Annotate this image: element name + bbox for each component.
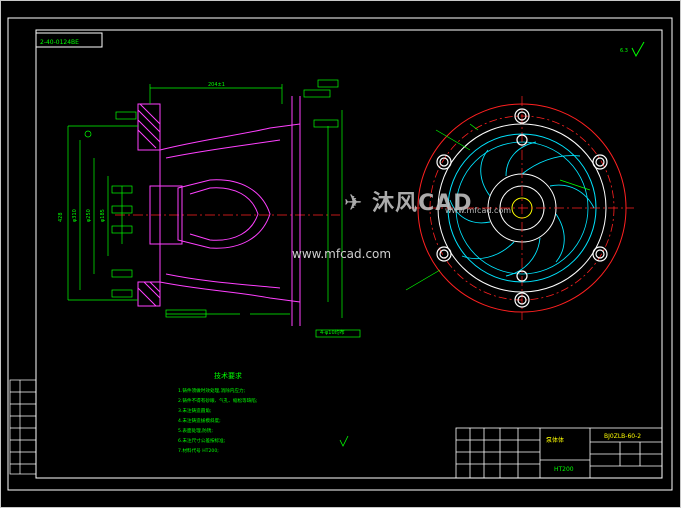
section-view: 204±1 428 φ310 φ250 φ185 4-φ10均布 [58,79,361,338]
outer-border [7,17,673,491]
watermark-logo: ✈ 沐风CAD [344,185,473,217]
watermark-sub: www.mfcad.com [445,206,512,215]
bolt-hole [436,246,452,262]
front-leaders [405,123,591,291]
roughness-symbol-notes [339,435,349,447]
title-material: HT200 [554,466,574,473]
bolt-hole [436,154,452,170]
tech-note: 5.表面处理,防锈; [178,427,213,434]
body-outline [159,96,301,326]
dim-phi-2: φ250 [86,209,92,222]
dim-left-big: 428 [58,212,64,222]
watermark-logo-icon: ✈ [344,191,364,216]
code-box-text: 2-40-0124BE [40,39,79,46]
code-box [35,32,103,48]
title-center-label: 泵体体 [546,436,564,444]
inner-border [35,29,663,479]
tech-note: 2.铸件不得有砂眼、气孔、缩松等缺陷; [178,397,258,404]
revision-table [9,379,37,475]
tech-title: 技术要求 [214,371,242,380]
watermark-logo-text: 沐风CAD [372,191,473,216]
dim-phi-3: φ185 [100,209,106,222]
bolt-hole [514,292,530,308]
bolt-hole [592,154,608,170]
left-flange [137,103,161,307]
bolt-holes [436,108,608,308]
tolerance-frames [111,79,361,338]
tech-note: 4.未注铸造拔模斜度; [178,417,221,424]
tech-note: 3.未注铸造圆角; [178,407,212,414]
dim-phi-1: φ310 [72,209,78,222]
section-dimensions [67,84,343,318]
watermark-url: www.mfcad.com [292,247,392,261]
dim-right-note: 4-φ10均布 [320,329,345,336]
bolt-hole [592,246,608,262]
tech-note: 1.铸件须做时效处理,消除内应力; [178,387,246,394]
bolt-hole [514,108,530,124]
tech-note: 7.材料代号 HT200; [178,447,219,454]
front-view [405,96,634,320]
tech-note: 6.未注尺寸公差按标准; [178,437,226,444]
impeller-vanes [449,141,595,277]
hub-cavity [149,179,271,249]
roughness-text: 6.3 [620,48,628,54]
roughness-symbol [631,41,645,58]
dim-top-width: 204±1 [208,82,225,88]
title-block [455,427,663,479]
title-drawing-no: BJ0ZLB-60-2 [604,433,641,440]
